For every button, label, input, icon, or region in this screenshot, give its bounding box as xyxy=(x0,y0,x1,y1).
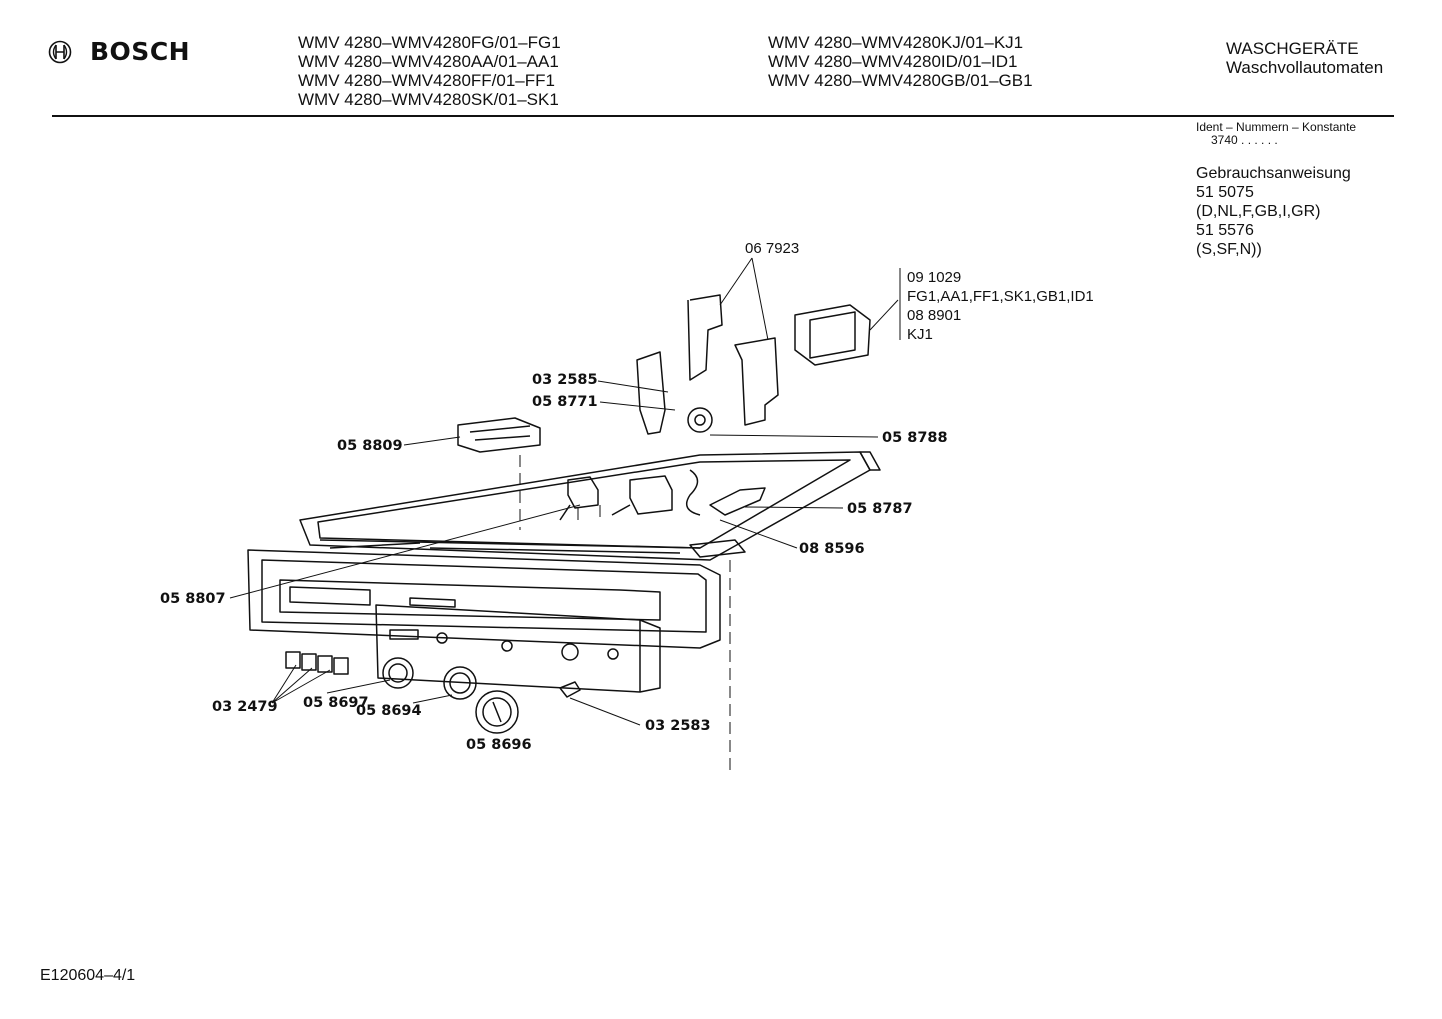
callout-variants-2: KJ1 xyxy=(907,326,933,343)
model-line: WMV 4280–WMV4280FG/01–FG1 xyxy=(298,33,561,52)
category-line-2: Waschvollautomaten xyxy=(1226,58,1384,77)
model-line: WMV 4280–WMV4280SK/01–SK1 xyxy=(298,90,559,109)
button-032583 xyxy=(559,681,581,698)
lamp-058787 xyxy=(709,487,766,516)
tray-frame-inner xyxy=(317,459,851,549)
knob-058697 xyxy=(382,657,414,689)
callout-058788: 05 8788 xyxy=(882,430,948,446)
knob-058696 xyxy=(475,690,519,734)
knob-058694 xyxy=(443,666,477,700)
callout-058697: 05 8697 xyxy=(303,695,369,711)
model-list-left: WMV 4280–WMV4280FG/01–FG1 WMV 4280–WMV42… xyxy=(298,33,561,109)
gear-058788 xyxy=(687,407,713,433)
manual-line: (S,SF,N)) xyxy=(1196,241,1262,258)
callout-032585: 03 2585 xyxy=(532,372,598,388)
header-divider xyxy=(52,115,1394,117)
ident-value: 3740 . . . . . . xyxy=(1211,133,1278,147)
manual-title: Gebrauchsanweisung xyxy=(1196,165,1351,182)
callout-058787: 05 8787 xyxy=(847,501,913,517)
front-panel xyxy=(247,549,721,649)
callout-058696: 05 8696 xyxy=(466,737,532,753)
model-line: WMV 4280–WMV4280FF/01–FF1 xyxy=(298,71,555,90)
model-line: WMV 4280–WMV4280AA/01–AA1 xyxy=(298,52,559,71)
bracket-067923-a xyxy=(687,294,723,381)
callout-058694: 05 8694 xyxy=(356,703,422,719)
model-list-right: WMV 4280–WMV4280KJ/01–KJ1 WMV 4280–WMV42… xyxy=(768,33,1033,90)
model-line: WMV 4280–WMV4280ID/01–ID1 xyxy=(768,52,1018,71)
callout-088596: 08 8596 xyxy=(799,541,865,557)
model-line: WMV 4280–WMV4280KJ/01–KJ1 xyxy=(768,33,1024,52)
connector-058809 xyxy=(457,417,541,453)
ident-title: Ident – Nummern – Konstante xyxy=(1196,120,1357,134)
switch-058807 xyxy=(567,476,599,509)
manual-line: (D,NL,F,GB,I,GR) xyxy=(1196,203,1321,220)
bracket-067923-b xyxy=(734,337,779,426)
coil-091029 xyxy=(794,304,871,366)
arm-032585 xyxy=(636,351,666,435)
category-line-1: WASCHGERÄTE xyxy=(1226,39,1359,58)
manual-line: 51 5075 xyxy=(1196,184,1254,201)
callout-032479: 03 2479 xyxy=(212,699,278,715)
callout-032583: 03 2583 xyxy=(645,718,711,734)
callout-058809: 05 8809 xyxy=(337,438,403,454)
bosch-armature-icon xyxy=(48,40,72,63)
category-title: WASCHGERÄTE Waschvollautomaten xyxy=(1226,39,1383,77)
callout-067923: 06 7923 xyxy=(745,240,800,257)
front-panel-face xyxy=(261,559,707,633)
program-switch xyxy=(629,475,673,515)
callout-091029: 09 1029 xyxy=(907,269,962,286)
manual-line: 51 5576 xyxy=(1196,222,1254,239)
display-window xyxy=(389,629,419,640)
brand-logo: BOSCH xyxy=(48,37,190,66)
drawing-code: E120604–4/1 xyxy=(40,967,136,984)
ident-block: Ident – Nummern – Konstante 3740 . . . .… xyxy=(1196,121,1356,147)
callout-088901: 08 8901 xyxy=(907,307,962,324)
callout-058771: 05 8771 xyxy=(532,394,598,410)
fascia-plate xyxy=(375,604,661,693)
clip xyxy=(285,651,301,669)
manual-block: Gebrauchsanweisung 51 5075 (D,NL,F,GB,I,… xyxy=(1196,164,1351,259)
callout-058807: 05 8807 xyxy=(160,591,226,607)
callout-group-coil: 09 1029 FG1,AA1,FF1,SK1,GB1,ID1 08 8901 … xyxy=(907,268,1094,344)
brand-name: BOSCH xyxy=(90,37,191,66)
callout-variants-1: FG1,AA1,FF1,SK1,GB1,ID1 xyxy=(907,288,1094,305)
model-line: WMV 4280–WMV4280GB/01–GB1 xyxy=(768,71,1033,90)
